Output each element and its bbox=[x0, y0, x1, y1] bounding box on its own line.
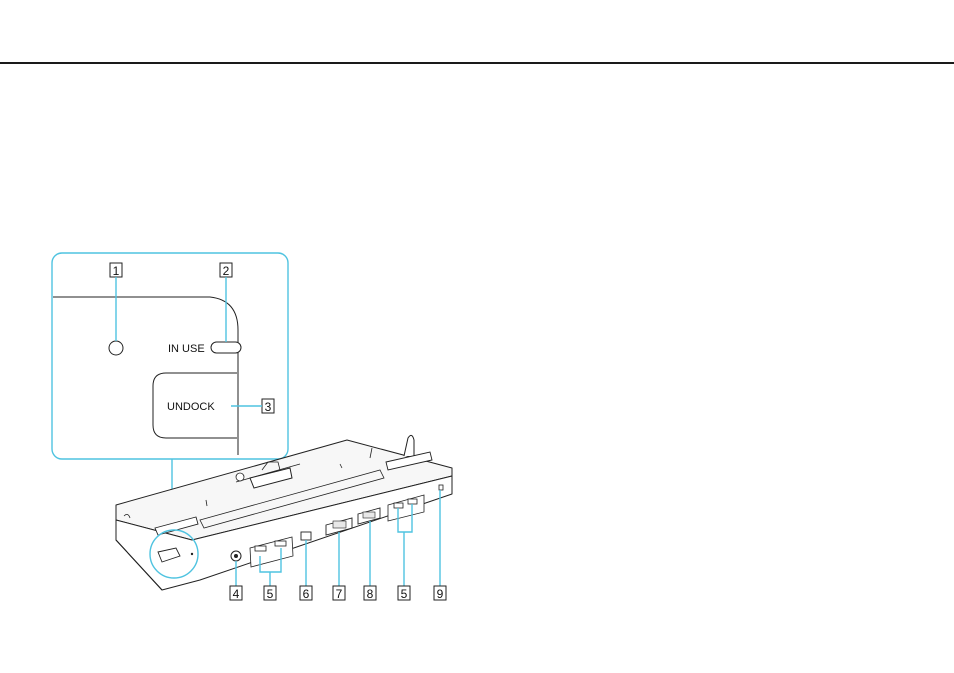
svg-text:7: 7 bbox=[336, 587, 343, 601]
lan-port-icon bbox=[301, 532, 311, 540]
in-use-indicator bbox=[211, 342, 241, 353]
usb-port-icon bbox=[394, 503, 403, 508]
usb-port-icon bbox=[275, 541, 286, 546]
in-use-label: IN USE bbox=[168, 343, 205, 355]
usb-port-icon bbox=[408, 499, 417, 504]
svg-text:8: 8 bbox=[367, 587, 374, 601]
svg-text:1: 1 bbox=[113, 264, 120, 278]
power-indicator-icon bbox=[109, 341, 123, 355]
inset-panel: IN USE UNDOCK bbox=[52, 253, 288, 459]
svg-text:2: 2 bbox=[223, 264, 230, 278]
callout-8: 8 bbox=[364, 521, 376, 601]
svg-text:5: 5 bbox=[401, 587, 408, 601]
callout-7: 7 bbox=[333, 532, 345, 601]
svg-text:4: 4 bbox=[233, 587, 240, 601]
svg-text:5: 5 bbox=[267, 587, 274, 601]
callout-5-right: 5 bbox=[398, 504, 412, 601]
callout-9: 9 bbox=[434, 490, 446, 601]
undock-label: UNDOCK bbox=[167, 401, 215, 413]
security-slot-icon bbox=[439, 485, 443, 490]
svg-text:6: 6 bbox=[303, 587, 310, 601]
usb-port-icon bbox=[255, 546, 266, 551]
svg-text:3: 3 bbox=[265, 400, 272, 414]
svg-text:9: 9 bbox=[437, 587, 444, 601]
callout-6: 6 bbox=[300, 540, 312, 601]
